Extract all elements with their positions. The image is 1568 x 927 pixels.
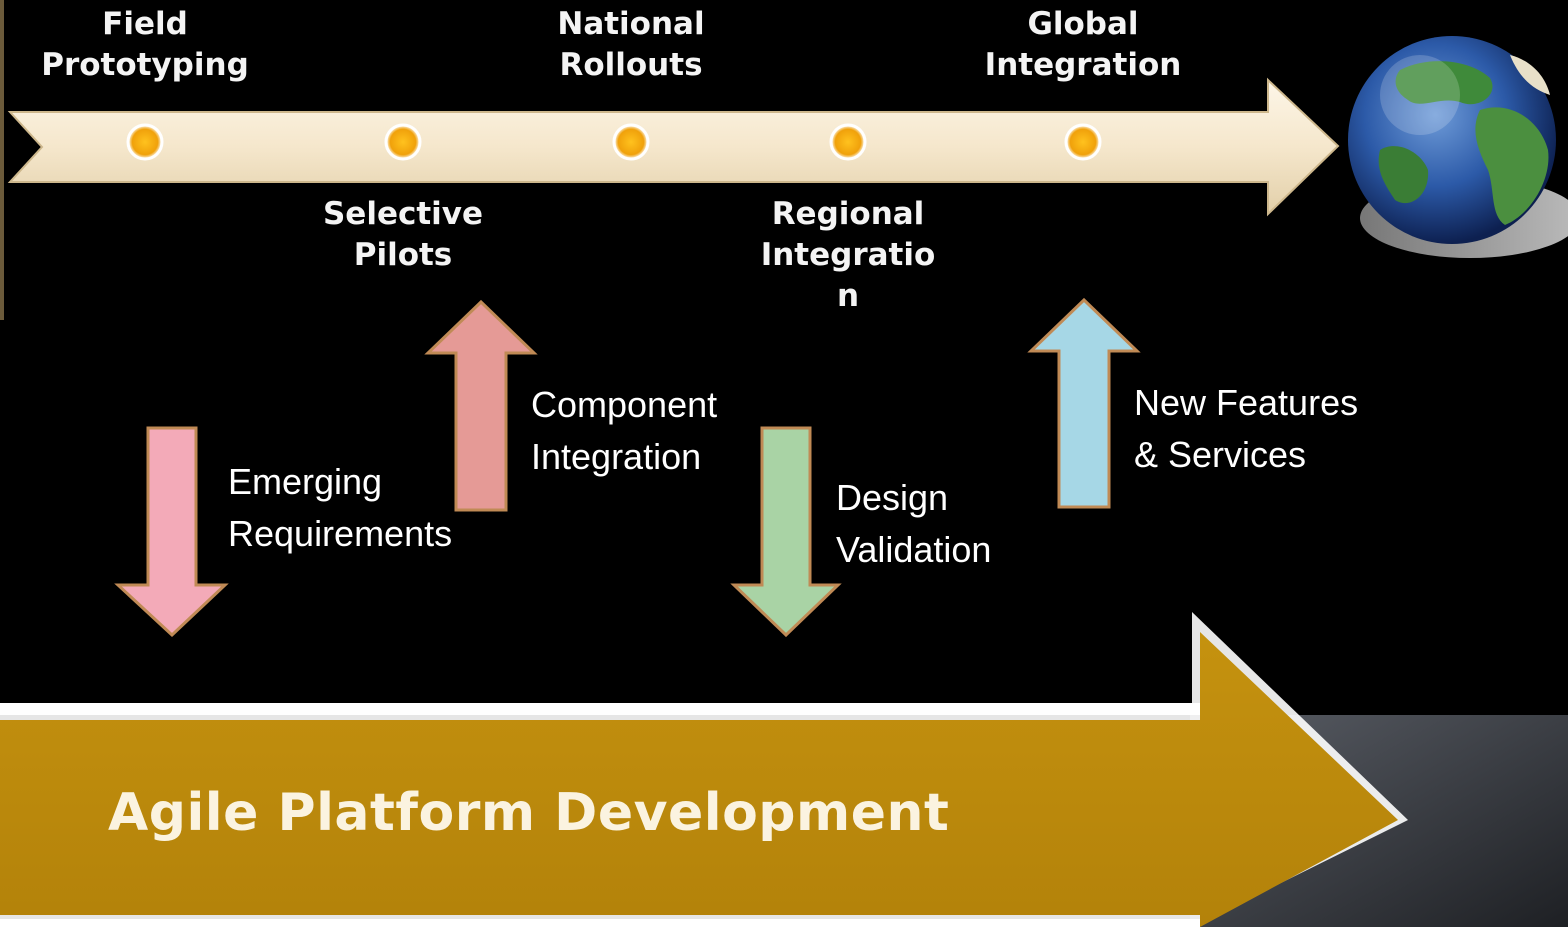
marker-global-integration bbox=[1064, 123, 1102, 161]
arrow-component-integration bbox=[424, 299, 538, 512]
timeline-arrow bbox=[7, 77, 1340, 217]
flow-label-component-integration: Component Integration bbox=[531, 384, 718, 477]
marker-regional-integration bbox=[829, 123, 867, 161]
stage-label-national-rollouts: National Rollouts bbox=[557, 6, 705, 83]
banner-bottom-border bbox=[0, 919, 1200, 927]
stage-label-global-integration: Global Integration bbox=[984, 6, 1182, 83]
arrow-emerging-requirements bbox=[114, 426, 229, 638]
globe-icon bbox=[1348, 36, 1568, 258]
stage-label-field-prototyping: Field Prototyping bbox=[41, 6, 249, 83]
flow-label-new-features: New Features & Services bbox=[1134, 382, 1359, 475]
flow-label-emerging-requirements: Emerging Requirements bbox=[228, 461, 453, 554]
marker-field-prototyping bbox=[126, 123, 164, 161]
marker-selective-pilots bbox=[384, 123, 422, 161]
stage-label-selective-pilots: Selective Pilots bbox=[322, 196, 484, 273]
banner-arrow bbox=[0, 612, 1408, 927]
timeline-markers bbox=[126, 123, 1102, 161]
marker-national-rollouts bbox=[612, 123, 650, 161]
banner-title: Agile Platform Development bbox=[108, 783, 950, 843]
arrow-new-features bbox=[1027, 297, 1141, 509]
banner-top-border bbox=[0, 703, 1200, 715]
flow-label-design-validation: Design Validation bbox=[836, 477, 992, 570]
arrow-design-validation bbox=[730, 426, 842, 638]
left-edge-decoration bbox=[0, 0, 4, 320]
stage-label-regional-integration: Regional Integratio n bbox=[760, 196, 936, 314]
